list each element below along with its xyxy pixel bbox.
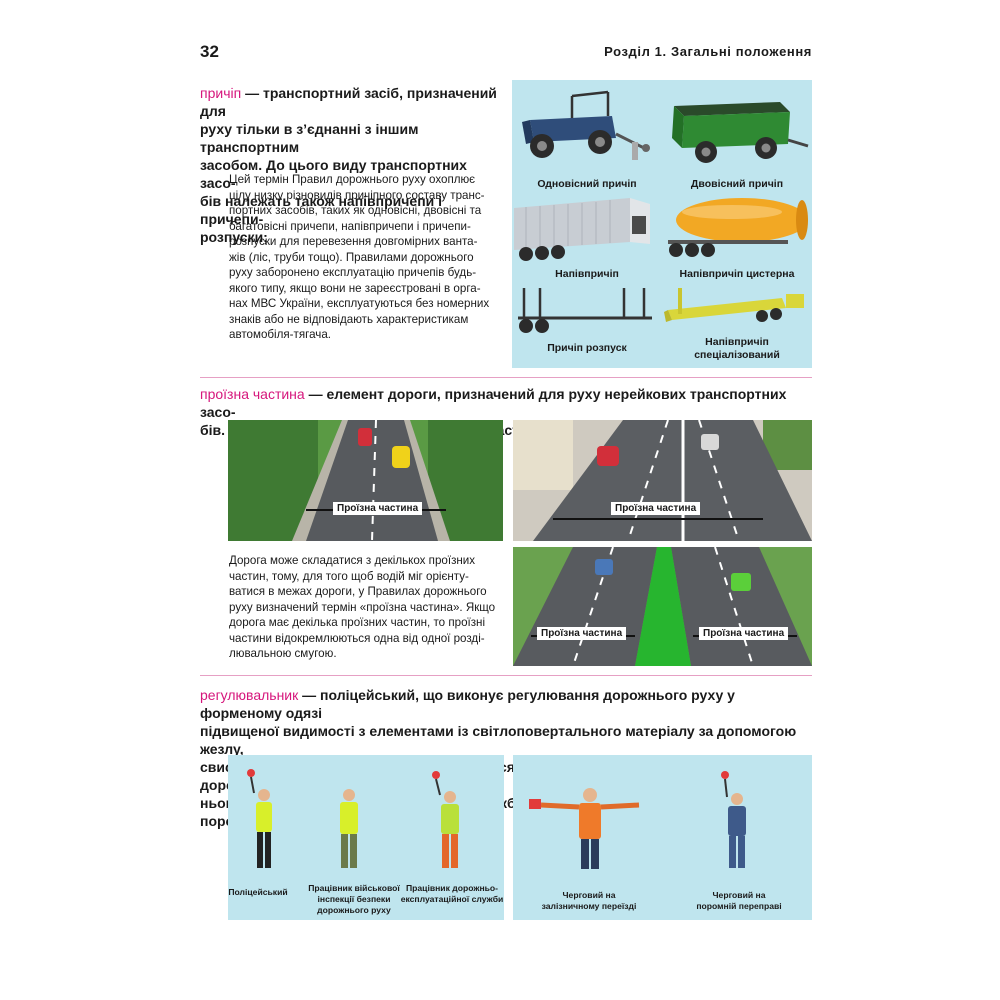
lane-label-bar — [553, 518, 763, 520]
caption-semi: Напівпричіп — [555, 268, 619, 280]
logging-trailer-icon — [518, 288, 652, 333]
tank-semi-trailer: Напівпричіп цистерна — [662, 194, 812, 290]
term-controller: регулювальник — [200, 687, 299, 703]
caption-single-axle: Одновісний причіп — [537, 178, 637, 190]
road-single-icon — [228, 420, 503, 541]
single-axle-trailer: Одновісний причіп — [512, 86, 662, 190]
road-illustration-single: Проїзна частина — [228, 420, 503, 541]
special-trailer-icon — [664, 288, 804, 322]
caption-road-service: Працівник дорожньо- експлуатаційної служ… — [400, 883, 504, 904]
semi-trailer-icon — [514, 198, 650, 261]
section-name: Загальні положення — [670, 44, 812, 59]
carriageway-note: Дорога може складатися з декількох проїз… — [229, 554, 496, 660]
divider-1 — [200, 377, 812, 378]
caption-double-axle: Двовісний причіп — [690, 178, 784, 190]
trailer-note: Цей термін Правил дорожнього руху охоплю… — [229, 173, 490, 341]
lane-label: Проїзна частина — [699, 627, 789, 640]
caption-special: Напівпричіп спеціалізований — [694, 336, 780, 361]
lane-label: Проїзна частина — [333, 502, 423, 515]
section-label: Розділ 1. — [604, 44, 667, 59]
controllers-panel-right: Черговий на залізничному переїзді Чергов… — [513, 755, 812, 920]
controllers-panel-left: Поліцейський Працівник військової інспек… — [228, 755, 504, 920]
caption-logging: Причіп розпуск — [547, 342, 627, 354]
caption-ferry: Черговий на поромній переправі — [696, 890, 782, 911]
special-semi-trailer: Напівпричіп спеціалізований — [662, 280, 812, 376]
trailer-definition: причіп — транспортний засіб, призначений… — [200, 85, 497, 245]
semi-trailer: Напівпричіп — [512, 194, 662, 290]
caption-rail: Черговий на залізничному переїзді — [541, 890, 637, 911]
road-urban-icon — [513, 420, 812, 541]
lane-label: Проїзна частина — [611, 502, 701, 515]
divider-2 — [200, 675, 812, 676]
road-illustration-urban: Проїзна частина — [513, 420, 812, 541]
caption-police: Поліцейський — [228, 887, 288, 897]
double-axle-trailer-icon — [672, 102, 809, 163]
tank-trailer-icon — [668, 198, 808, 257]
trailer-illustrations: Одновісний причіп Двовісний причіп Напів… — [512, 80, 812, 368]
logging-trailer: Причіп розпуск — [512, 280, 662, 376]
attendants-figures-icon — [529, 771, 746, 869]
term-trailer: причіп — [200, 85, 242, 101]
single-axle-trailer-icon — [522, 90, 650, 160]
section-title: Розділ 1. Загальні положення — [604, 44, 812, 59]
road-illustration-median: Проїзна частина Проїзна частина — [513, 547, 812, 666]
road-median-icon — [513, 547, 812, 666]
officers-figures-icon — [247, 769, 459, 868]
double-axle-trailer: Двовісний причіп — [662, 86, 812, 190]
caption-tank: Напівпричіп цистерна — [679, 268, 795, 280]
caption-military: Працівник військової інспекції безпеки д… — [308, 883, 400, 915]
page-number: 32 — [200, 42, 219, 61]
lane-label: Проїзна частина — [537, 627, 627, 640]
term-carriageway: проїзна частина — [200, 386, 305, 402]
